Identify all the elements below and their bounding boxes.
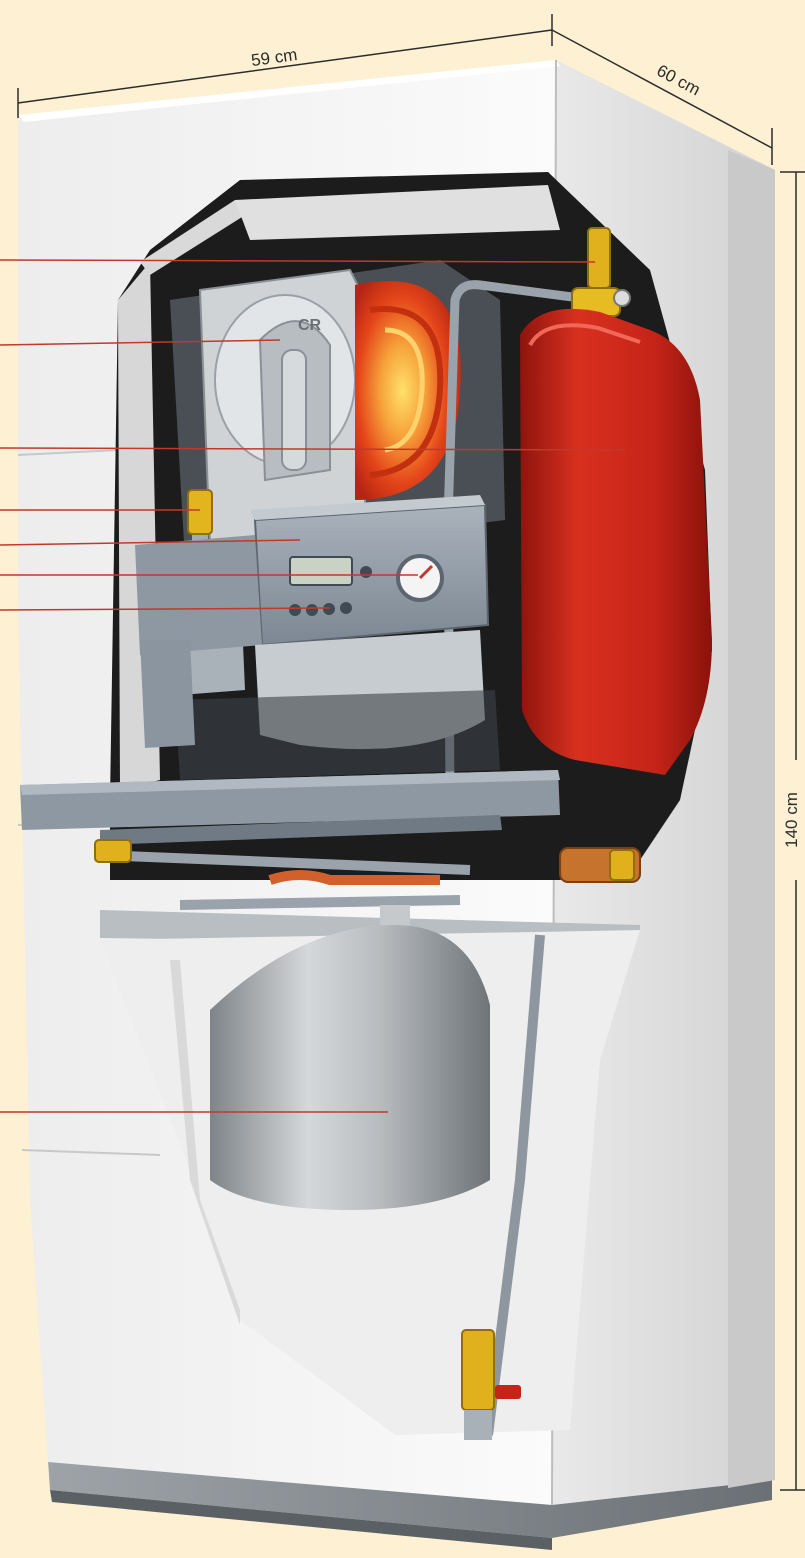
panel-seam (21, 1149, 161, 1156)
flow-pipe (443, 280, 581, 521)
leader-display-panel (0, 607, 331, 611)
storage-tank (210, 905, 490, 1210)
pressure-gauge (396, 554, 444, 602)
mounting-frame (20, 640, 560, 845)
leader-control-unit (0, 539, 301, 546)
depth-label: 60 cm (654, 61, 704, 100)
height-label: 140 cm (782, 792, 801, 848)
leader-safety-valve-group (0, 259, 596, 263)
svg-text:CR: CR (298, 317, 322, 334)
cabinet-side-edge (728, 150, 775, 1488)
drain-pipe (461, 934, 545, 1440)
heat-exchanger (355, 280, 461, 500)
pipework (94, 839, 641, 910)
burner: CR (198, 268, 366, 547)
expansion-vessel (520, 308, 712, 775)
display-panel (289, 556, 372, 616)
leader-lines (0, 259, 626, 1113)
dimension-height: 140 cm (780, 171, 805, 1491)
panel-seam (17, 449, 119, 456)
dimension-width: 59 cm (17, 14, 553, 118)
leader-burner (0, 339, 281, 346)
cabinet-base (48, 1460, 772, 1550)
leader-expansion-vessel (0, 447, 626, 451)
